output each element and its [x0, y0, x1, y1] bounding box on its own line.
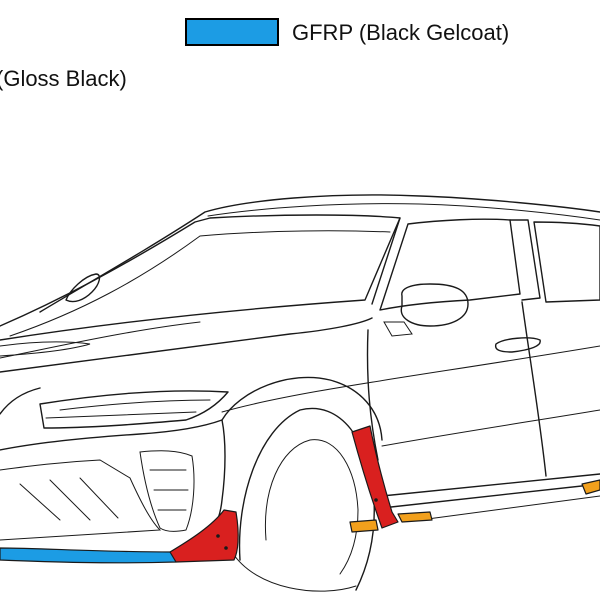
windshield-inner [9, 230, 391, 337]
windshield [0, 214, 401, 341]
front-wheel-arch [221, 376, 383, 441]
body-character-line [221, 345, 600, 413]
lower-character-line [381, 409, 600, 447]
side-skirt-extension [397, 511, 433, 523]
door-handle [494, 337, 541, 353]
fastener-1 [216, 534, 220, 538]
grille-mesh-2 [49, 479, 91, 521]
front-door-window [379, 218, 521, 311]
side-skirt-rear-extension [581, 479, 600, 495]
rocker-panel [381, 473, 600, 497]
grille-mesh-3 [79, 477, 119, 519]
fender-front-door-seam [366, 329, 379, 461]
grille-frame [0, 459, 162, 541]
side-skirt-lower [419, 495, 600, 521]
side-mirror [400, 283, 469, 327]
legend-label-gloss-black: (Gloss Black) [0, 66, 127, 91]
mirror-base [383, 321, 413, 337]
far-side-mirror [65, 273, 101, 303]
hood-crease [0, 321, 201, 359]
fastener-3 [374, 498, 378, 502]
side-skirt [381, 483, 600, 509]
front-bumper-outline [0, 419, 226, 545]
front-bumper-upper [0, 387, 41, 415]
hood-vent [0, 341, 91, 357]
headlight [39, 390, 229, 429]
headlight-drl [45, 411, 197, 419]
roof-inner-line [207, 203, 600, 221]
door-shut-line [521, 301, 547, 477]
headlight-inner [59, 399, 211, 411]
front-tire-bottom [231, 551, 357, 592]
grille-mesh-1 [19, 483, 61, 521]
front-rim [264, 439, 359, 575]
legend-label-gfrp: GFRP (Black Gelcoat) [292, 20, 510, 45]
wheel-arch-canard [351, 425, 399, 529]
front-side-canard [169, 509, 239, 563]
b-pillar [509, 219, 541, 301]
rear-door-window [533, 221, 600, 303]
legend-swatch-gfrp [185, 18, 279, 46]
fastener-2 [224, 546, 228, 550]
a-pillar [371, 217, 401, 305]
front-lip-spoiler [0, 547, 177, 564]
bumper-intake [139, 450, 195, 532]
roof-line [39, 194, 600, 313]
canard-bracket [349, 519, 379, 533]
front-tire [238, 407, 375, 591]
hood-leading-edge [0, 317, 373, 373]
